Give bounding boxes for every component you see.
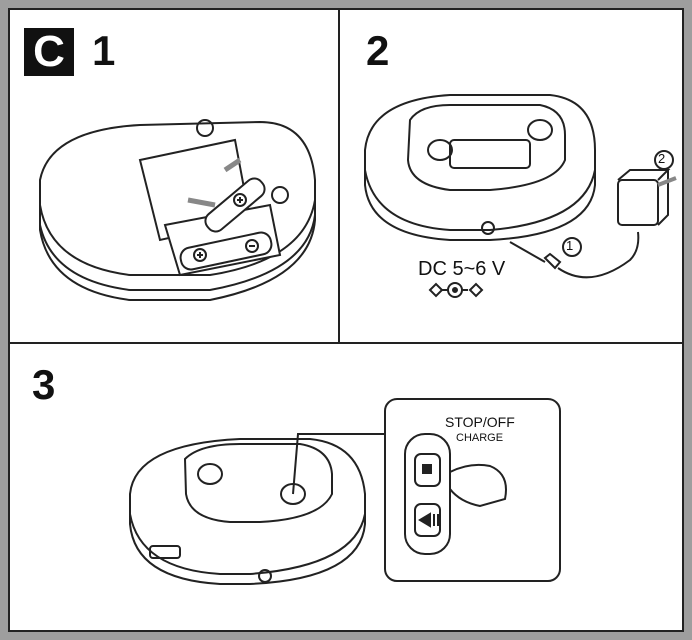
step-number-1: 1	[92, 27, 116, 74]
callout-1: 1	[566, 238, 574, 253]
battery-insert-illustration	[39, 119, 316, 301]
panel-step-2: 2	[338, 8, 684, 344]
panel-step-1: C 1	[8, 8, 340, 344]
panel-step-3: 3	[8, 342, 684, 632]
charge-illustration	[129, 398, 561, 585]
step-number-3: 3	[32, 361, 56, 408]
section-letter: C	[24, 28, 74, 76]
dc-voltage-label: DC 5~6 V	[418, 258, 506, 280]
stop-off-label: STOP/OFF	[445, 414, 515, 430]
step-number-2: 2	[366, 27, 390, 74]
callout-2: 2	[658, 151, 666, 166]
adaptor-connect-illustration	[364, 94, 677, 298]
charge-label: CHARGE	[456, 432, 504, 444]
